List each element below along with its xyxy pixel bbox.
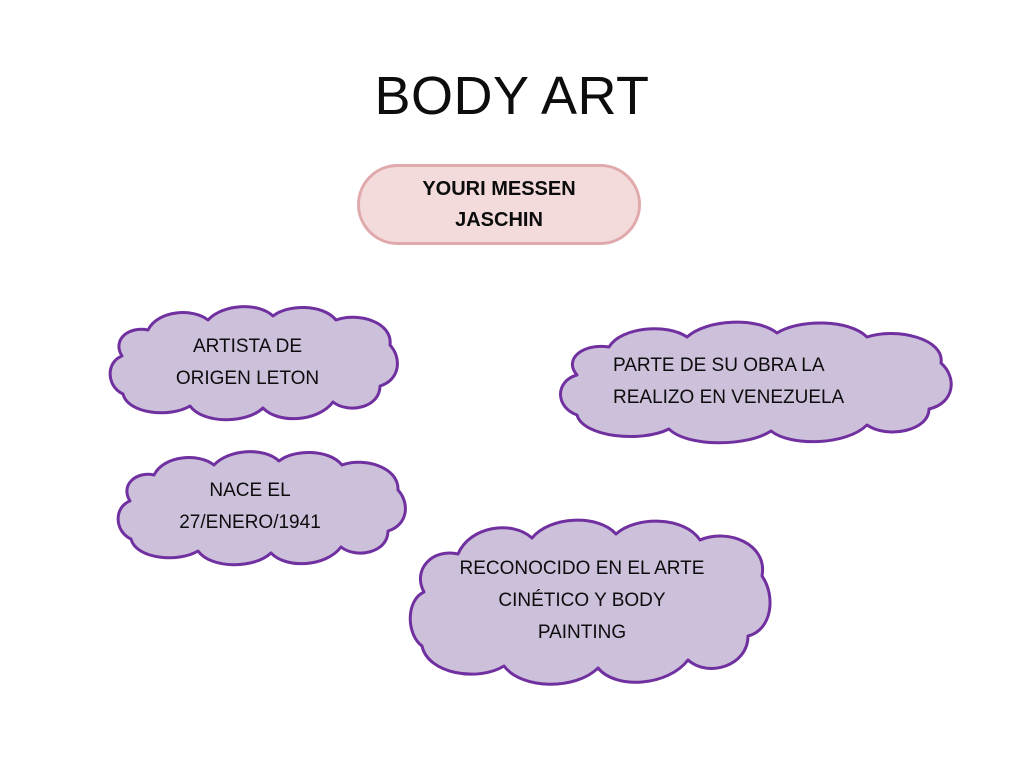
cloud-artist-origin <box>108 305 399 422</box>
cloud-shape <box>116 450 407 567</box>
slide-title: BODY ART <box>374 66 650 126</box>
cloud-label-venezuela-work: PARTE DE SU OBRA LA REALIZO EN VENEZUELA <box>613 355 845 408</box>
center-node: YOURI MESSEN JASCHIN <box>357 164 641 245</box>
cloud-recognition <box>408 518 772 686</box>
cloud-label-birth-date: NACE EL 27/ENERO/1941 <box>179 480 321 533</box>
center-node-label: YOURI MESSEN JASCHIN <box>422 177 576 231</box>
cloud-venezuela-work <box>559 320 953 445</box>
cloud-label-recognition: RECONOCIDO EN EL ARTE CINÉTICO Y BODY PA… <box>459 558 705 643</box>
cloud-shape <box>108 305 399 422</box>
cloud-shape <box>408 518 772 686</box>
cloud-birth-date <box>116 450 407 567</box>
cloud-shape <box>559 320 953 445</box>
cloud-label-artist-origin: ARTISTA DE ORIGEN LETON <box>175 336 320 389</box>
